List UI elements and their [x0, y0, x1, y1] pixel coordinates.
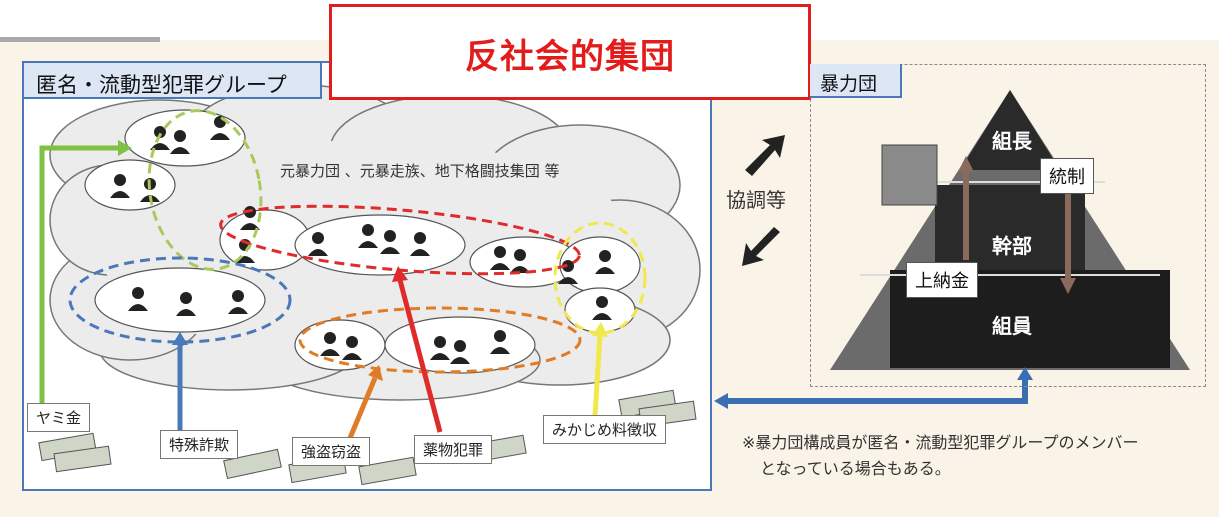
- footnote-line-1: ※暴力団構成員が匿名・流動型犯罪グループのメンバー: [742, 433, 1139, 452]
- top-gray-line: [0, 37, 160, 42]
- person-icon: [558, 260, 578, 284]
- label-tokushu-sagi: 特殊詐欺: [160, 430, 239, 459]
- left-panel-tab: 匿名・流動型犯罪グループ: [24, 63, 322, 99]
- red-group-ellipse: [219, 204, 581, 276]
- main-title: 反社会的集団: [465, 37, 675, 77]
- yellow-group-ellipse: [553, 221, 647, 335]
- right-panel-title: 暴力団: [820, 73, 878, 95]
- pyramid-kumiin: 組員: [992, 314, 1032, 338]
- person-icon: [358, 224, 378, 248]
- person-icon: [308, 232, 328, 256]
- footnote-line-2: となっている場合もある。: [760, 459, 951, 478]
- label-yamikin: ヤミ金: [27, 403, 91, 432]
- person-icon: [342, 336, 362, 360]
- red-arrowhead: [392, 266, 408, 282]
- label-yakubutsu: 薬物犯罪: [414, 435, 493, 464]
- cooperation-arrows: [742, 135, 785, 266]
- arrow-down-left-icon: [742, 227, 780, 266]
- cloud-caption: 元暴力団 、元暴走族、地下格闘技集団 等: [280, 162, 560, 180]
- yellow-arrow: [592, 334, 603, 417]
- green-arrow: [39, 145, 118, 405]
- person-icon: [128, 287, 148, 311]
- label-mikajime: みかじめ料徴収: [543, 415, 667, 444]
- coop-label: 協調等: [726, 188, 786, 212]
- orange-group-ellipse: [298, 306, 582, 374]
- person-icon: [170, 130, 190, 154]
- person-icon: [176, 292, 196, 316]
- yellow-arrowhead: [592, 322, 608, 337]
- pyramid-tosei-box: 統制: [1040, 158, 1094, 194]
- left-panel-title: 匿名・流動型犯罪グループ: [36, 73, 287, 97]
- person-icon: [490, 246, 510, 270]
- yakuza-panel: [810, 64, 1206, 387]
- person-icon: [430, 336, 450, 360]
- crime-arrows: [39, 140, 608, 439]
- pyramid-jonokin-box: 上納金: [906, 262, 978, 298]
- pyramid-kanbu: 幹部: [992, 234, 1032, 258]
- orange-arrowhead: [368, 365, 383, 381]
- person-icons: [110, 116, 615, 364]
- person-icon: [380, 230, 400, 254]
- person-icon: [110, 174, 130, 198]
- blue-arrowhead: [172, 332, 188, 345]
- right-panel-tab: 暴力団: [810, 64, 902, 98]
- person-icon: [410, 232, 430, 256]
- person-icon: [450, 340, 470, 364]
- green-arrowhead: [118, 140, 132, 156]
- footnote: ※暴力団構成員が匿名・流動型犯罪グループのメンバー となっている場合もある。: [742, 430, 1138, 482]
- pyramid-kumicho: 組長: [992, 129, 1032, 153]
- group-ellipses: [68, 109, 647, 374]
- connector-arrow: [714, 367, 1033, 409]
- orange-arrow: [347, 377, 378, 439]
- person-icon: [228, 290, 248, 314]
- lightgreen-group-ellipse: [147, 109, 263, 271]
- main-title-box: 反社会的集団: [329, 4, 811, 100]
- blue-group-ellipse: [68, 256, 292, 344]
- arrow-up-right-icon: [745, 135, 785, 176]
- label-goto-setto: 強盗窃盗: [292, 437, 371, 466]
- person-icon: [595, 250, 615, 274]
- person-icon: [490, 330, 510, 354]
- red-arrow: [397, 279, 443, 433]
- person-icon: [592, 296, 612, 320]
- person-icon: [510, 249, 530, 273]
- person-icon: [320, 332, 340, 356]
